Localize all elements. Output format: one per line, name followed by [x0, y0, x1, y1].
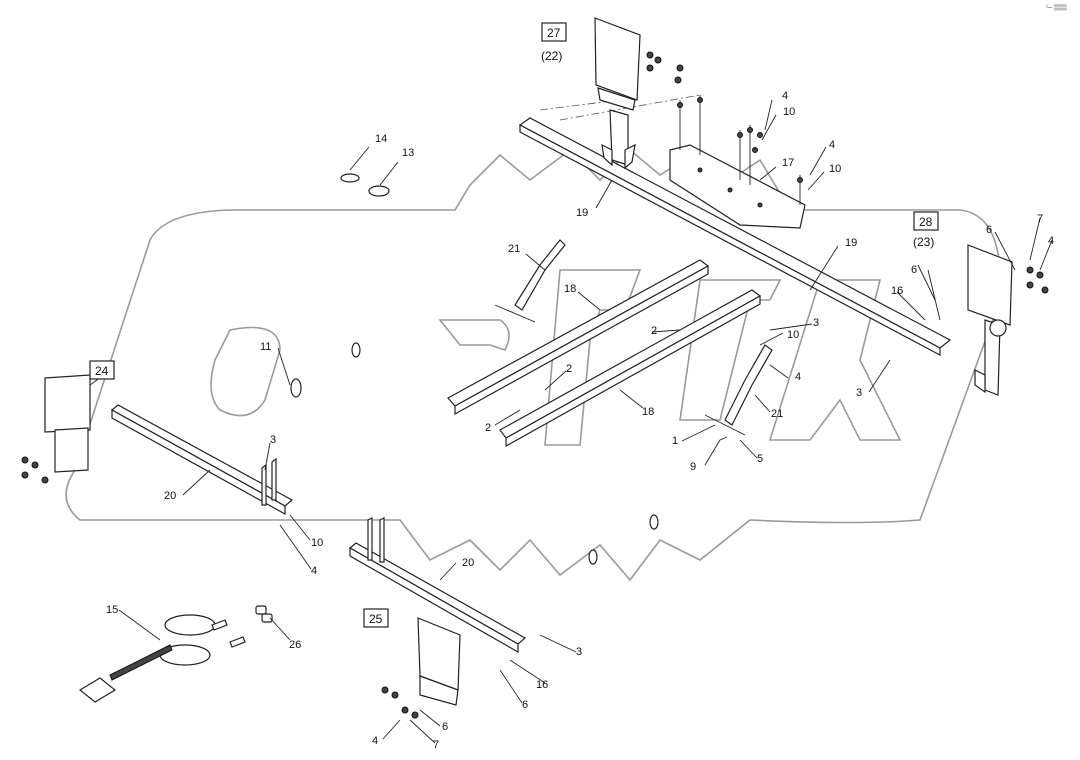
label-14: 14 [375, 133, 387, 145]
label-15: 15 [106, 604, 118, 616]
label-16-bottom: 16 [536, 679, 548, 691]
label-4-bottom: 4 [372, 735, 378, 747]
label-18-top: 18 [564, 283, 576, 295]
label-21-bottom: 21 [771, 408, 783, 420]
paren-label-23: (23) [913, 235, 934, 249]
label-4-right: 4 [1048, 235, 1054, 247]
label-2-mid: 2 [566, 363, 572, 375]
label-1: 1 [672, 435, 678, 447]
box-label-24: 24 [95, 364, 109, 378]
left-bar-20 [110, 404, 294, 516]
corner-mark: ¹─ ▒▒▒ [1046, 4, 1067, 11]
connector-26 [255, 605, 273, 623]
label-2-left: 2 [485, 422, 491, 434]
label-10-plate: 10 [829, 163, 841, 175]
label-19-left: 19 [576, 207, 588, 219]
label-10-top: 10 [783, 106, 795, 118]
label-11: 11 [260, 341, 271, 353]
label-6-bottom: 6 [522, 699, 528, 711]
plate-bolts [677, 95, 803, 205]
label-17: 17 [782, 157, 794, 169]
label-3-center: 3 [813, 317, 819, 329]
label-19-right: 19 [845, 237, 857, 249]
label-26: 26 [289, 639, 301, 651]
label-3-bottom: 3 [576, 646, 582, 658]
box-label-27: 27 [547, 26, 561, 40]
rings [290, 173, 659, 565]
sign-27 [594, 17, 684, 170]
sign-24 [21, 374, 91, 484]
label-16-right: 16 [891, 285, 903, 297]
label-6-right2: 6 [911, 264, 917, 276]
label-3-left: 3 [270, 434, 276, 446]
arm-21-right [704, 344, 773, 436]
label-6-right: 6 [986, 224, 992, 236]
leader-lines [89, 99, 1053, 744]
middle-bars-18 [447, 259, 762, 448]
paren-label-22: (22) [541, 49, 562, 63]
sign-25 [381, 617, 461, 719]
box-label-28: 28 [919, 215, 933, 229]
label-21-top: 21 [508, 243, 520, 255]
label-7-bottom: 7 [433, 739, 439, 751]
label-4-arm: 4 [795, 371, 801, 383]
arm-21-left [494, 239, 566, 323]
label-13: 13 [402, 147, 414, 159]
label-7-right: 7 [1037, 213, 1043, 225]
item-labels: 14 13 4 10 4 10 17 19 21 18 19 6 6 16 2 … [106, 90, 1054, 751]
label-10-center: 10 [787, 329, 799, 341]
label-2-center: 2 [651, 325, 657, 337]
label-4-top: 4 [782, 90, 788, 102]
boxed-labels: 27 (22) 28 (23) 24 25 [89, 22, 939, 628]
label-20-left: 20 [164, 490, 176, 502]
sign-28 [967, 244, 1049, 396]
label-9: 9 [690, 461, 696, 473]
label-4-left: 4 [311, 565, 317, 577]
mounting-plate-17 [669, 144, 806, 229]
box-label-25: 25 [369, 612, 383, 626]
label-10-left: 10 [311, 537, 323, 549]
label-20-bottom: 20 [462, 557, 474, 569]
label-3-right: 3 [856, 387, 862, 399]
label-4-plate: 4 [829, 139, 835, 151]
label-6-bottom2: 6 [442, 721, 448, 733]
label-18-bottom: 18 [642, 406, 654, 418]
label-5: 5 [757, 453, 763, 465]
cable-15 [78, 614, 246, 703]
bottom-bar-20 [348, 517, 527, 654]
